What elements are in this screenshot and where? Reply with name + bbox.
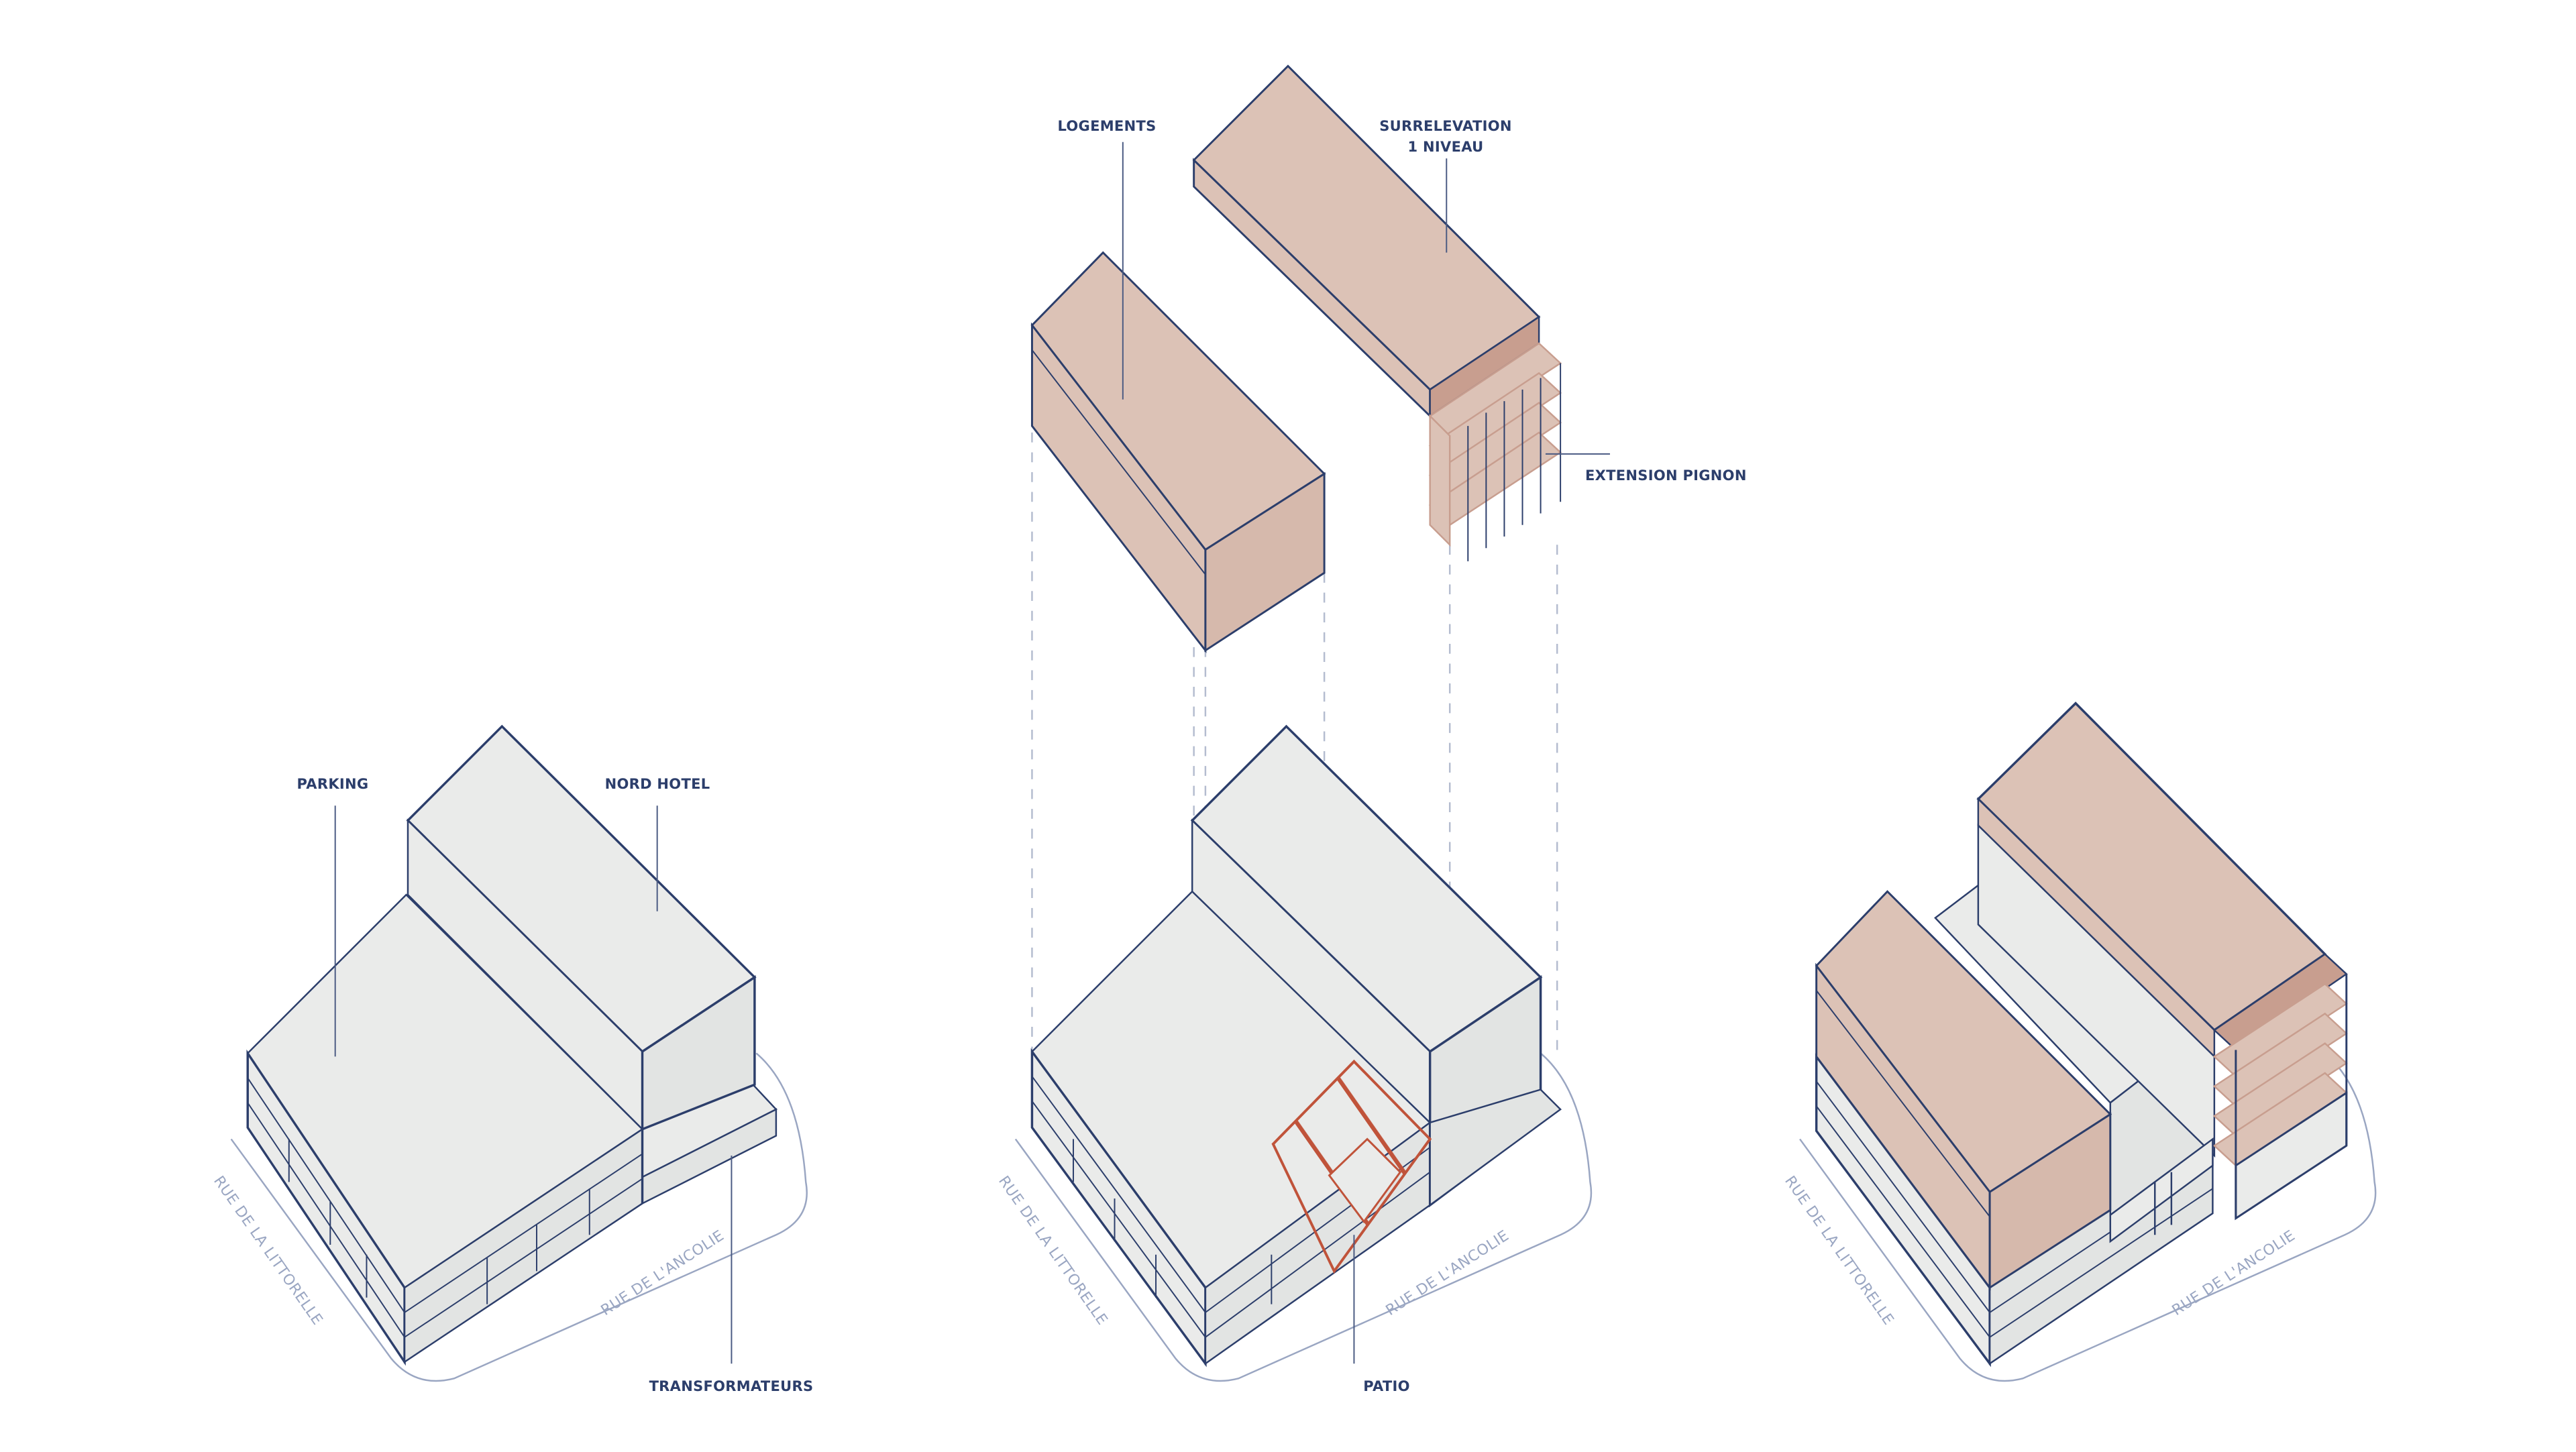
label-patio: PATIO	[1363, 1378, 1410, 1394]
label-transformateurs: TRANSFORMATEURS	[649, 1378, 814, 1394]
diagram-project	[1799, 702, 2377, 1382]
label-nord-hotel: NORD HOTEL	[605, 776, 710, 792]
label-surelevation-2: 1 NIVEAU	[1408, 139, 1484, 155]
street-curve	[230, 1052, 808, 1382]
diagram-existing	[230, 724, 808, 1382]
label-extension-pignon: EXTENSION PIGNON	[1585, 467, 1747, 484]
street-ancolie-2: RUE DE L'ANCOLIE	[1383, 1227, 1512, 1319]
label-surelevation-1: SURRELEVATION	[1379, 118, 1512, 134]
label-logements: LOGEMENTS	[1057, 118, 1156, 134]
hotel-right	[641, 975, 756, 1131]
street-ancolie-1: RUE DE L'ANCOLIE	[598, 1227, 727, 1319]
label-parking: PARKING	[297, 776, 369, 792]
street-ancolie-3: RUE DE L'ANCOLIE	[2169, 1227, 2298, 1319]
extension-pignon	[1428, 342, 1562, 547]
logements-right	[1204, 471, 1326, 653]
diagram-exploded	[1014, 64, 1610, 1382]
